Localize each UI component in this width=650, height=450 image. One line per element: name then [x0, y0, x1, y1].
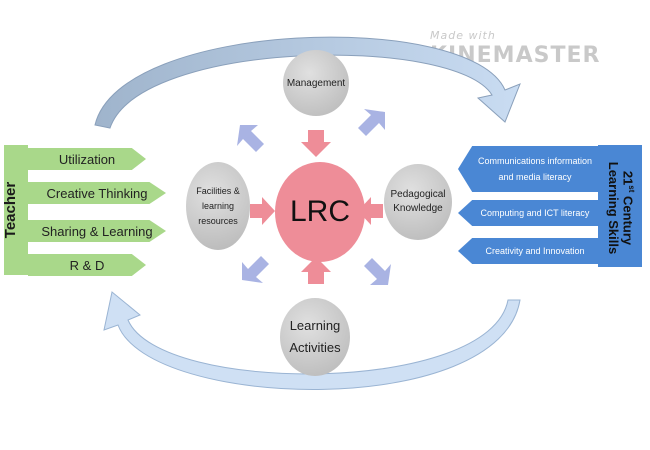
teacher-item-sharing-learning: Sharing & Learning — [28, 220, 166, 242]
learning-activities-label: Learning Activities — [289, 318, 341, 355]
lavender-arrow-top-right — [358, 109, 385, 136]
pink-arrow-right — [250, 197, 275, 225]
teacher-item-rd: R & D — [28, 254, 146, 276]
lrc-label: LRC — [289, 195, 350, 228]
skills-bar — [598, 145, 642, 267]
facilities-label: Facilities & learning resources — [196, 185, 240, 226]
pink-arrow-left — [358, 197, 383, 225]
teacher-bar — [4, 145, 28, 275]
skill-item-creativity: Creativity and Innovation — [458, 238, 600, 264]
top-curved-arrow — [94, 36, 521, 129]
skill-item-label: Communications information and media lit… — [477, 156, 593, 182]
skill-item-label: Computing and ICT literacy — [480, 208, 590, 218]
teacher-item-label: Utilization — [58, 151, 116, 167]
management-node: Management — [283, 50, 349, 116]
skill-item-computing: Computing and ICT literacy — [458, 200, 600, 226]
lrc-center-node: LRC — [275, 162, 365, 262]
lavender-arrow-bottom-right — [364, 258, 391, 285]
teacher-item-label: Creative Thinking — [46, 185, 148, 201]
pink-arrow-down — [301, 130, 331, 157]
teacher-item-label: R & D — [69, 257, 105, 273]
teacher-item-label: Sharing & Learning — [41, 223, 153, 239]
teacher-item-creative-thinking: Creative Thinking — [28, 182, 166, 204]
pink-arrow-up — [301, 257, 331, 284]
teacher-title: Teacher — [2, 181, 19, 239]
learning-activities-node: Learning Activities — [280, 298, 350, 376]
skill-item-communications: Communications information and media lit… — [458, 146, 600, 192]
watermark-prefix: Made with — [430, 29, 496, 42]
facilities-node: Facilities & learning resources — [186, 162, 250, 250]
skills-title-num: 21 — [620, 170, 636, 186]
teacher-item-utilization: Utilization — [28, 148, 146, 170]
bottom-curved-arrow — [103, 291, 521, 390]
pedagogical-label: Pedagogical Knowledge — [390, 189, 446, 214]
lavender-arrow-bottom-left — [242, 256, 269, 283]
skills-title: 21st Century Learning Skills — [603, 147, 639, 269]
pedagogical-node: Pedagogical Knowledge — [384, 164, 452, 240]
lavender-arrow-top-left — [237, 125, 264, 152]
skill-item-label: Creativity and Innovation — [485, 246, 585, 256]
management-label: Management — [286, 77, 346, 89]
